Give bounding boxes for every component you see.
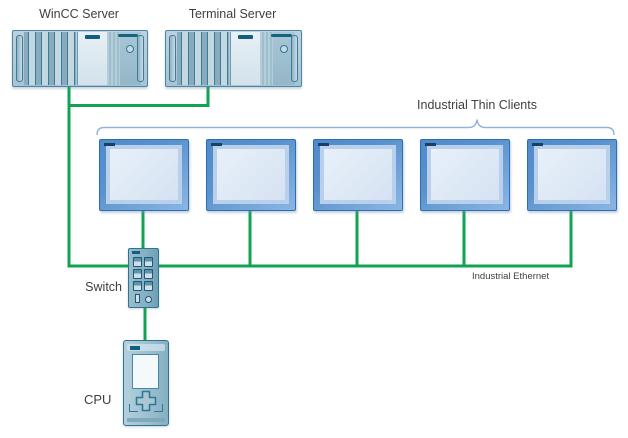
switch-ports [133, 257, 153, 291]
cpu-label: CPU [84, 392, 112, 407]
switch-label: Switch [85, 280, 122, 294]
thin-client-2 [206, 139, 296, 211]
thin-client-5 [527, 139, 617, 211]
monitor-screen [110, 149, 178, 200]
cpu-logo-dash-icon [130, 345, 140, 350]
server-screw-icon [126, 45, 134, 53]
server-side-panel [120, 32, 141, 85]
terminal-server-device [165, 30, 302, 87]
monitor-screen [324, 149, 392, 200]
industrial-ethernet-label: Industrial Ethernet [472, 271, 550, 282]
server-top-bar-icon [118, 34, 138, 37]
switch-logo-dash-icon [132, 251, 140, 254]
server-vent-stripes-icon [260, 32, 273, 85]
server-side-panel [273, 32, 295, 85]
cpu-foot-strip [127, 418, 165, 422]
server-front-panel [77, 32, 108, 85]
monitor-logo-dash-icon [532, 143, 543, 146]
server-vent-dash-icon [85, 35, 100, 39]
monitor-logo-dash-icon [318, 143, 329, 146]
thin-client-4 [420, 139, 510, 211]
thin-client-3 [313, 139, 403, 211]
monitor-logo-dash-icon [104, 143, 115, 146]
switch-port-icon [133, 281, 142, 291]
cpu-keypad-cross-icon [135, 390, 157, 412]
server-handle-icon [16, 35, 23, 82]
server-vent-stripes-icon [107, 32, 120, 85]
server-front-panel [230, 32, 261, 85]
server-top-bar-icon [271, 34, 292, 37]
thin-clients-label: Industrial Thin Clients [417, 98, 537, 112]
wincc-server-device [12, 30, 148, 87]
server-handle-icon [291, 35, 298, 82]
server-drive-slats-icon [177, 32, 229, 85]
monitor-logo-dash-icon [211, 143, 222, 146]
terminal-server-link-line [70, 84, 210, 107]
server-handle-icon [137, 35, 144, 82]
ethernet-switch-device [128, 248, 159, 308]
switch-port-icon [144, 257, 153, 267]
server-drive-slats-icon [24, 32, 76, 85]
wincc-server-label: WinCC Server [39, 7, 119, 21]
switch-port-icon [144, 269, 153, 279]
cpu-display [132, 354, 159, 389]
switch-ring-icon [145, 296, 152, 303]
monitor-screen [431, 149, 499, 200]
server-screw-icon [280, 45, 288, 53]
cpu-bracket-icon [129, 404, 138, 412]
server-vent-dash-icon [238, 35, 253, 39]
cpu-device [123, 340, 169, 426]
cpu-bracket-icon [154, 404, 163, 412]
monitor-logo-dash-icon [425, 143, 436, 146]
switch-port-icon [133, 269, 142, 279]
thin-client-1 [99, 139, 189, 211]
switch-port-icon [144, 281, 153, 291]
server-handle-icon [169, 35, 176, 82]
switch-slot-icon [135, 294, 140, 303]
cpu-top-band [127, 344, 165, 351]
switch-port-icon [133, 257, 142, 267]
monitor-screen [538, 149, 606, 200]
thin-clients-brace [96, 119, 615, 136]
monitor-screen [217, 149, 285, 200]
ethernet-bus-line [67, 84, 573, 268]
terminal-server-label: Terminal Server [188, 7, 277, 21]
